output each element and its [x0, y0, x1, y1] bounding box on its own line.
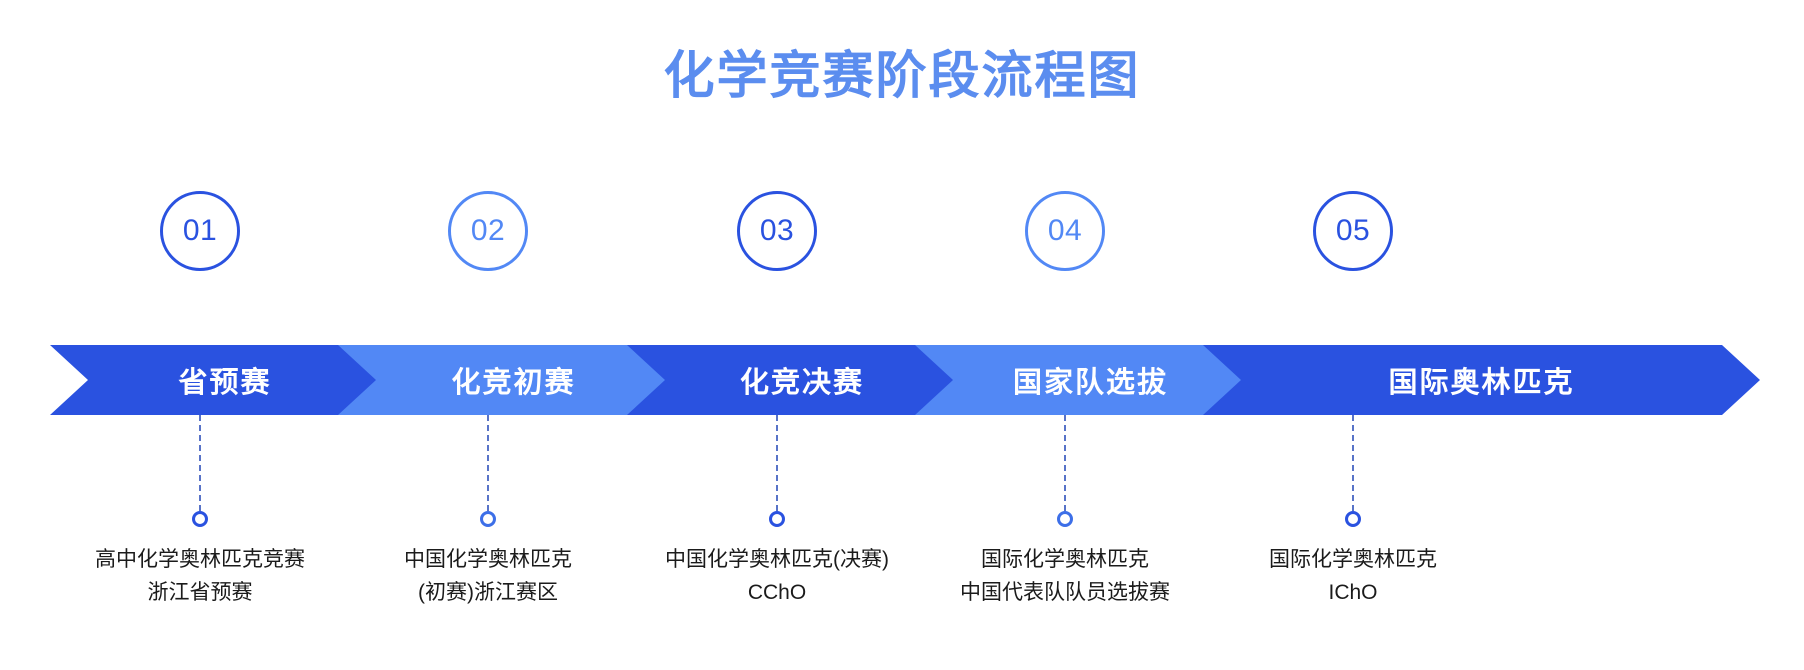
connector-line	[1352, 415, 1354, 511]
step-number-circle: 04	[1025, 191, 1105, 271]
stage-banner-label: 化竞初赛	[451, 367, 576, 399]
stage-caption-line2: CChO	[747, 581, 807, 604]
stage-banner-shape	[50, 345, 400, 415]
stage-caption-line1: 国际化学奥林匹克	[981, 548, 1149, 571]
stage-caption: 中国化学奥林匹克 (初赛)浙江赛区	[308, 543, 668, 609]
stage-caption-line2: (初赛)浙江赛区	[418, 581, 558, 604]
stage-caption: 中国化学奥林匹克(决赛) CChO	[597, 543, 957, 609]
stage-banner-label: 国际奥林匹克	[1388, 367, 1575, 399]
stage-caption-line1: 中国化学奥林匹克	[404, 548, 572, 571]
step-number-label: 01	[182, 214, 218, 247]
step-number-circle: 05	[1313, 191, 1393, 271]
step-number-label: 02	[470, 214, 506, 247]
step-number-circle: 01	[160, 191, 240, 271]
stage-banner[interactable]: 化竞初赛	[338, 345, 689, 415]
stage-caption: 国际化学奥林匹克中国代表队队员选拔赛	[885, 543, 1245, 609]
connector-line	[487, 415, 489, 511]
step-number-label: 05	[1335, 214, 1371, 247]
stage-caption-line1: 国际化学奥林匹克	[1269, 548, 1437, 571]
connector-endpoint-marker	[480, 511, 496, 527]
connector-endpoint-marker	[192, 511, 208, 527]
stage-banner[interactable]: 国际奥林匹克	[1203, 345, 1760, 415]
connector-endpoint-marker	[1057, 511, 1073, 527]
stage-caption-line2: 中国代表队队员选拔赛	[960, 581, 1170, 604]
connector-line	[776, 415, 778, 511]
connector-endpoint-marker	[769, 511, 785, 527]
stage-banner-label: 省预赛	[178, 367, 272, 399]
stage-caption-line2: IChO	[1328, 581, 1378, 604]
stage-caption-line1: 中国化学奥林匹克(决赛)	[665, 548, 889, 571]
stage-caption-line2: 浙江省预赛	[147, 581, 253, 604]
step-number-label: 03	[759, 214, 795, 247]
stage-banner-shape	[338, 345, 689, 415]
stage-caption: 高中化学奥林匹克竞赛浙江省预赛	[20, 543, 380, 609]
page-title: 化学竞赛阶段流程图	[663, 47, 1141, 104]
stage-banner[interactable]: 化竞决赛	[627, 345, 977, 415]
connector-endpoint-marker	[1345, 511, 1361, 527]
connector-line	[199, 415, 201, 511]
stage-banner-label: 化竞决赛	[739, 367, 864, 399]
step-number-label: 04	[1047, 214, 1083, 247]
stage-banner[interactable]: 省预赛	[50, 345, 400, 415]
stage-banner[interactable]: 国家队选拔	[915, 345, 1266, 415]
connector-line	[1064, 415, 1066, 511]
stage-banner-label: 国家队选拔	[1012, 367, 1168, 399]
stage-banner-shape	[627, 345, 977, 415]
stage-banner-shape	[1203, 345, 1760, 415]
step-number-circle: 02	[448, 191, 528, 271]
stage-banner-shape	[915, 345, 1266, 415]
step-number-circle: 03	[737, 191, 817, 271]
stage-caption: 国际化学奥林匹克 IChO	[1173, 543, 1533, 609]
stage-caption-line1: 高中化学奥林匹克竞赛	[95, 548, 305, 571]
